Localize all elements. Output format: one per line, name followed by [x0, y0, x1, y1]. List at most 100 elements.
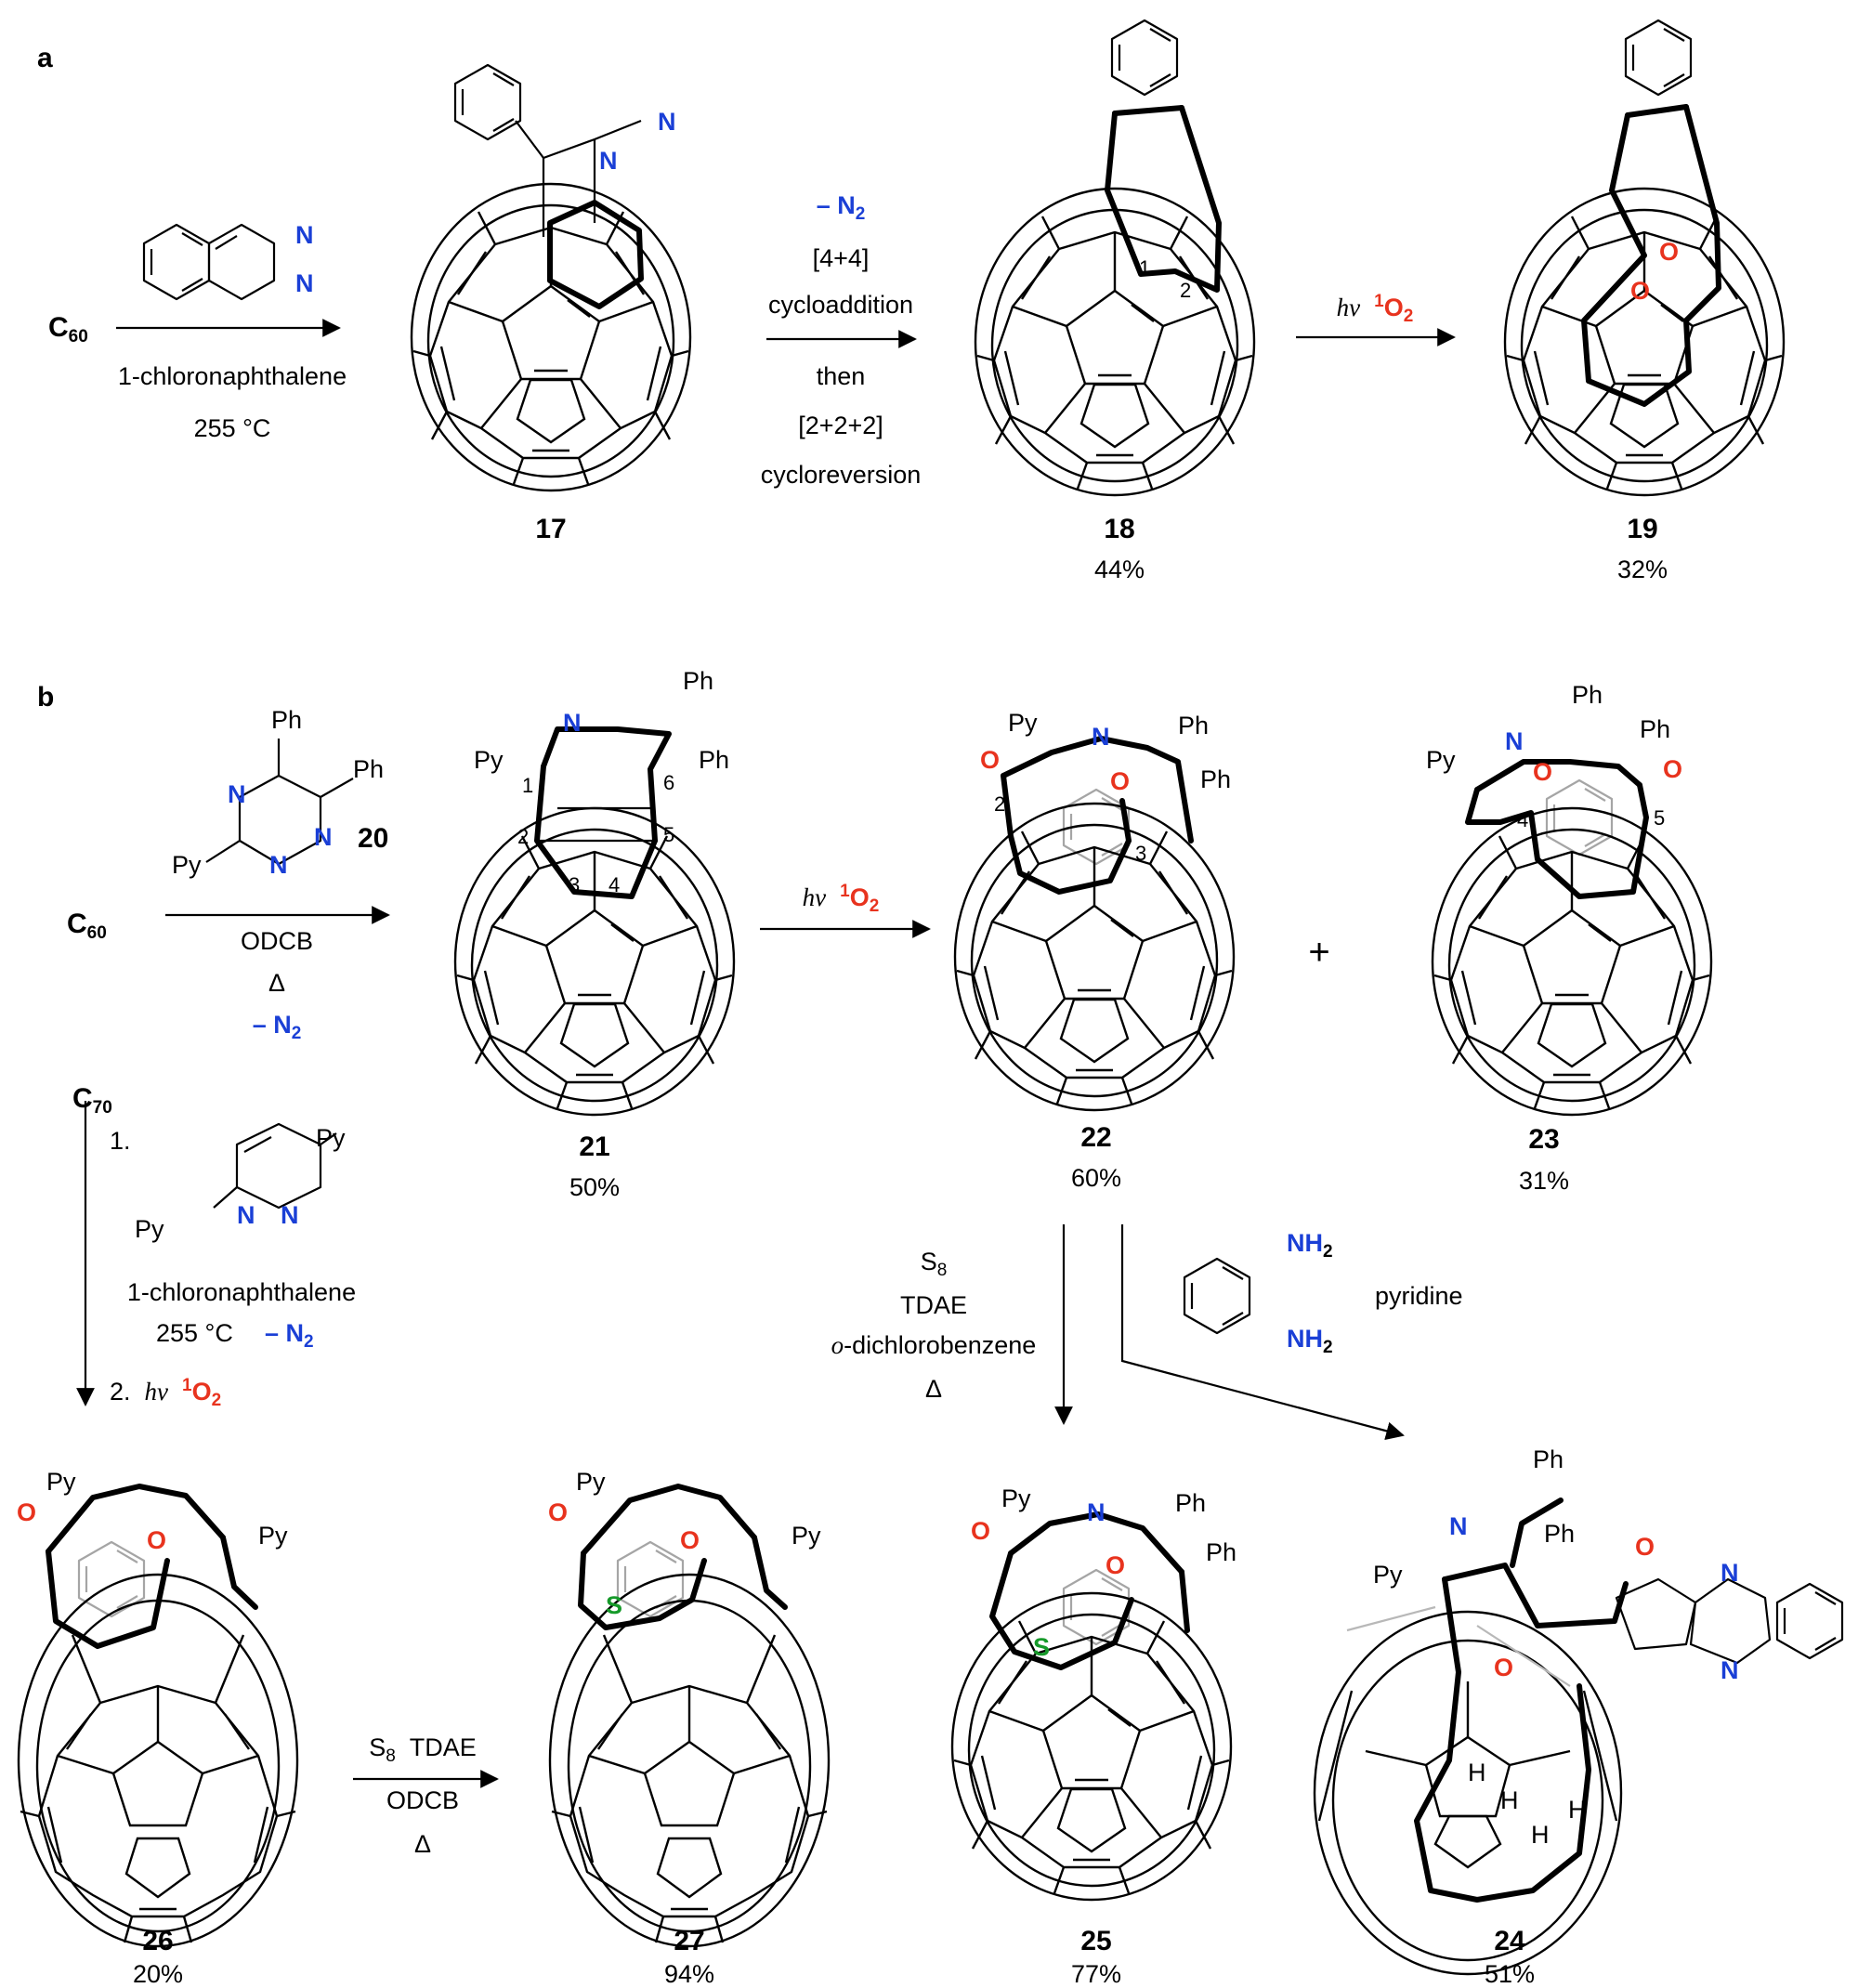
c27-py-left: Py	[576, 1468, 606, 1496]
c18-locant-1: 1	[1139, 256, 1151, 280]
condition-cyclo-2-2-2: [2+2+2]	[798, 412, 883, 439]
c24-h1: H	[1468, 1759, 1486, 1786]
c21-py: Py	[474, 746, 504, 774]
c27-py-right: Py	[792, 1522, 821, 1550]
c22-ph-right: Ph	[1200, 765, 1232, 793]
c23-o-right: O	[1663, 755, 1683, 783]
panel-label-a: a	[37, 43, 53, 73]
c22-o-left: O	[980, 746, 1001, 774]
plus-sign: +	[1308, 932, 1330, 973]
condition-cycloaddition: cycloaddition	[767, 291, 914, 319]
c26-o-right: O	[147, 1526, 167, 1554]
c26-py-left: Py	[46, 1468, 76, 1496]
compound-17-structure	[410, 63, 692, 492]
phenylenediamine-structure	[1183, 1257, 1251, 1335]
compound-24-structure	[1313, 1498, 1844, 1976]
c21-locant-2: 2	[517, 825, 530, 848]
c26-py-right: Py	[258, 1522, 288, 1550]
condition-temp-a: 255 °C	[193, 414, 271, 442]
compound-24-yield: 51%	[1484, 1960, 1536, 1988]
condition-odcb-b2: ODCB	[386, 1786, 460, 1814]
c21-locant-1: 1	[522, 774, 534, 797]
pyridazine-n1: N	[237, 1201, 255, 1229]
c21-ph-top: Ph	[683, 667, 714, 695]
phthalazine-n2: N	[295, 269, 314, 297]
condition-then: then	[816, 362, 866, 390]
compound-22-yield: 60%	[1070, 1164, 1122, 1192]
compound-18-yield: 44%	[1093, 556, 1145, 583]
condition-minus-n2-b1: – N2	[252, 1011, 302, 1043]
condition-delta-b3: Δ	[413, 1830, 432, 1858]
c24-n-quinox-top: N	[1721, 1559, 1739, 1587]
condition-cycloreversion: cycloreversion	[760, 461, 922, 489]
compound-27-number: 27	[674, 1926, 705, 1956]
compound-27-structure	[548, 1484, 831, 1948]
condition-delta-b2: Δ	[924, 1375, 943, 1403]
pyridazine-n2: N	[281, 1201, 299, 1229]
pyridazine-py-bottom: Py	[135, 1215, 164, 1243]
compound-19-number: 19	[1627, 514, 1658, 544]
c23-ph-top: Ph	[1572, 681, 1603, 709]
step-1: 1.	[110, 1127, 131, 1155]
c25-ph-right: Ph	[1206, 1538, 1237, 1566]
compound-21-number: 21	[579, 1131, 610, 1162]
condition-cyclo-4-4: [4+4]	[812, 244, 870, 272]
condition-minus-n2-a: – N2	[816, 191, 866, 224]
c25-n: N	[1087, 1498, 1106, 1526]
condition-odcb-b1: ODCB	[240, 927, 314, 955]
c27-s: S	[606, 1591, 623, 1619]
pyridazine-structure	[213, 1122, 337, 1210]
compound-25-structure	[950, 1511, 1233, 1902]
compound-25-number: 25	[1080, 1926, 1112, 1956]
c19-o-lower: O	[1630, 277, 1651, 305]
c25-o-left: O	[971, 1517, 991, 1545]
c21-locant-4: 4	[608, 873, 621, 896]
compound-21-yield: 50%	[569, 1173, 621, 1201]
step-2: 2. hν 1O2	[110, 1376, 222, 1410]
compound-19-structure	[1503, 19, 1786, 497]
phthalazine-structure	[142, 223, 276, 301]
compound-20-number: 20	[358, 823, 389, 854]
phthalazine-n1: N	[295, 221, 314, 249]
condition-dichlorobenzene: o-dichlorobenzene	[831, 1331, 1037, 1359]
c21-locant-6: 6	[663, 771, 675, 794]
condition-hv-o2-b: hν 1O2	[802, 882, 880, 916]
c23-locant-4: 4	[1517, 808, 1529, 831]
c24-o-top: O	[1635, 1533, 1655, 1561]
c23-o-left: O	[1533, 758, 1553, 786]
pyridazine-py-top: Py	[316, 1124, 346, 1152]
c22-o-right: O	[1110, 767, 1131, 795]
compound-25-yield: 77%	[1070, 1960, 1122, 1988]
compound-19-yield: 32%	[1616, 556, 1668, 583]
c23-ph-right: Ph	[1640, 715, 1671, 743]
c24-h3: H	[1531, 1821, 1550, 1849]
c25-o-right: O	[1106, 1551, 1126, 1579]
condition-minus-n2-b2: – N2	[265, 1319, 314, 1352]
c23-py: Py	[1426, 746, 1456, 774]
condition-s8-tdae: S8 TDAE	[369, 1733, 477, 1766]
c60-label-b: C60	[67, 909, 107, 943]
compound-23-number: 23	[1528, 1124, 1560, 1155]
c22-py: Py	[1008, 709, 1038, 737]
compound-22-structure	[953, 736, 1236, 1112]
c23-locant-5: 5	[1654, 806, 1666, 830]
c25-s: S	[1033, 1633, 1051, 1661]
c20-ph-right: Ph	[353, 755, 385, 783]
c21-locant-5: 5	[663, 823, 675, 846]
c23-n: N	[1505, 727, 1524, 755]
c25-ph-top: Ph	[1175, 1489, 1207, 1517]
compound-23-structure	[1431, 759, 1713, 1117]
c27-o-left: O	[548, 1498, 569, 1526]
condition-pyridine: pyridine	[1375, 1282, 1463, 1310]
condition-s8-b: S8	[920, 1248, 948, 1280]
c60-label-a: C60	[48, 312, 88, 347]
compound-22-number: 22	[1080, 1122, 1112, 1153]
c24-n-quinox-bottom: N	[1721, 1656, 1739, 1684]
diamine-nh2-bottom: NH2	[1287, 1325, 1333, 1357]
c70-label: C70	[72, 1083, 112, 1118]
c19-o-upper: O	[1659, 238, 1680, 266]
compound-18-structure	[974, 19, 1256, 497]
triazine-20-structure	[205, 739, 354, 866]
compound-26-structure	[17, 1484, 299, 1948]
c17-n-left: N	[599, 147, 618, 175]
